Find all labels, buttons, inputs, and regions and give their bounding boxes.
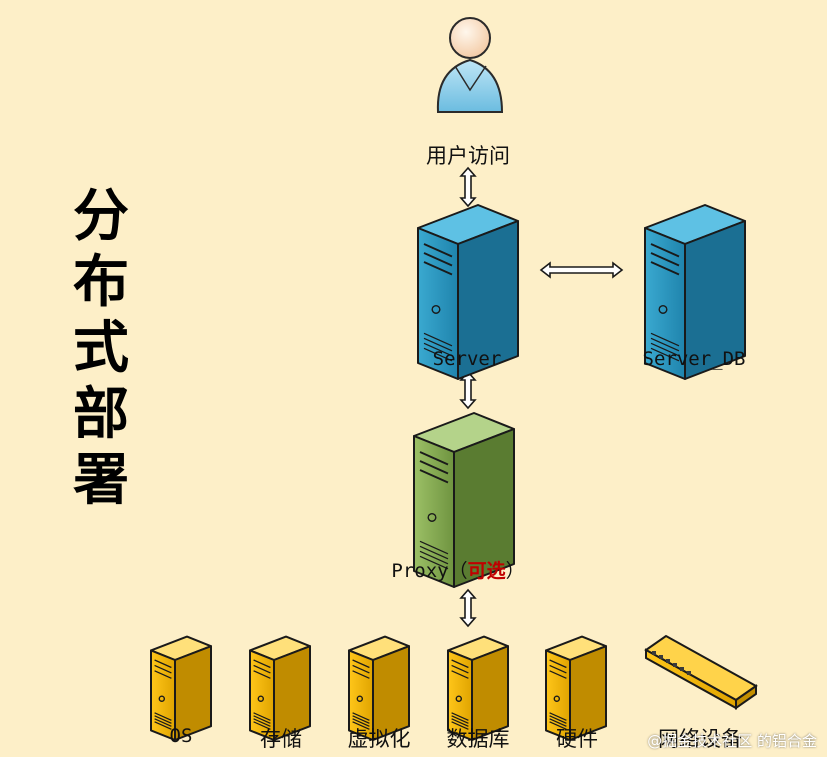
title-char: 分 (73, 183, 129, 249)
title-char: 式 (73, 315, 129, 381)
server-label: Server (432, 348, 502, 370)
title-char: 部 (73, 381, 129, 447)
watermark: @掘金技术社区 的铝合金 (647, 732, 817, 750)
server-db-label: Server_DB (642, 348, 746, 370)
arrow-server-serverdb (539, 261, 624, 279)
diagram-title: 分 布 式 部 署 (70, 183, 132, 513)
arrow-user-server (459, 166, 477, 208)
os-server-icon (150, 635, 212, 741)
user-icon (436, 17, 504, 113)
arrow-server-proxy (459, 370, 477, 410)
storage-server-icon (249, 635, 311, 741)
network-device-icon (644, 634, 758, 710)
network-device-label: 网络设备 (658, 727, 742, 751)
proxy-paren-close: ） (505, 560, 525, 582)
server-icon (417, 204, 519, 380)
title-char: 署 (73, 447, 129, 513)
proxy-server-icon (413, 412, 515, 588)
server-db-icon (644, 204, 746, 380)
virt-server-icon (348, 635, 410, 741)
proxy-name: Proxy (391, 560, 449, 582)
storage-label: 存储 (260, 727, 302, 751)
db-server-icon (447, 635, 509, 741)
hardware-server-icon (545, 635, 607, 741)
database-label: 数据库 (446, 727, 510, 751)
title-char: 布 (73, 249, 129, 315)
hardware-label: 硬件 (556, 727, 598, 751)
virtualization-label: 虚拟化 (347, 727, 411, 751)
arrow-proxy-resources (459, 588, 477, 628)
proxy-paren-open: （ (448, 560, 468, 582)
proxy-label: Proxy（可选） (391, 556, 524, 583)
proxy-optional-tag: 可选 (467, 560, 506, 582)
os-label: OS (169, 725, 193, 747)
user-access-label: 用户访问 (426, 144, 510, 168)
